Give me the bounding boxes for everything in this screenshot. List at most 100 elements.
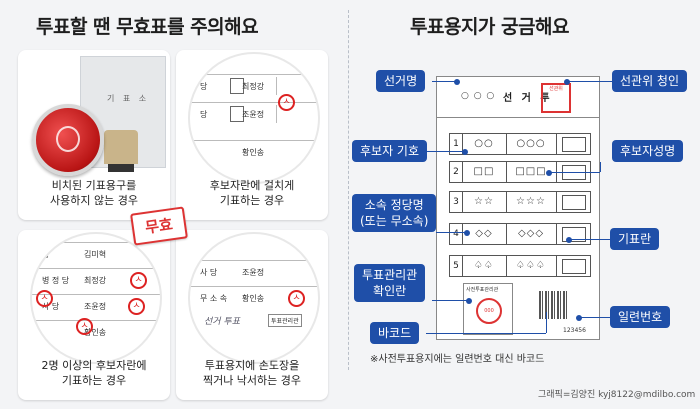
row-name: ○○○	[506, 134, 557, 154]
invalid-vote-panel: 투표할 땐 무효표를 주의해요 기 표 소 비치된 기표용구를 사용하지 않는 …	[0, 0, 348, 409]
row-vote-box	[562, 227, 586, 242]
card-overlap-mark: 당 최정강 당 조윤정 ㅅ 황인송 후보자란에 걸치게 기표하는 경우	[176, 50, 328, 220]
zoom-name: 조윤정	[84, 302, 107, 311]
zoom-name: 조윤정	[242, 110, 265, 119]
zoom-row: 황인송	[190, 140, 318, 163]
card-caption-line2: 찍거나 낙서하는 경우	[202, 374, 302, 387]
callout-line	[570, 239, 610, 240]
barcode-note: ※사전투표용지에는 일련번호 대신 바코드	[370, 354, 545, 365]
vote-mark-icon: ㅅ	[130, 272, 147, 289]
label-candidate-symbol: 후보자 기호	[352, 140, 428, 162]
card-caption-line1: 투표용지에 손도장을	[204, 359, 300, 372]
stamp-mark-icon	[56, 126, 80, 152]
callout-dot	[566, 237, 572, 243]
label-candidate-name: 후보자성명	[612, 140, 684, 162]
zoom-vote-cell	[276, 105, 313, 123]
ballot-zoom: 당 최정강 당 조윤정 ㅅ 황인송	[188, 52, 320, 184]
zoom-row: 당 조윤정	[190, 102, 318, 125]
commission-seal-icon: 선관위	[541, 83, 571, 113]
row-number: 4	[450, 224, 463, 244]
zoom-name: 김미혁	[84, 250, 107, 259]
manager-seal-icon: 000	[476, 298, 502, 324]
callout-line	[580, 317, 610, 318]
zoom-name: 황인송	[242, 148, 265, 157]
label-serial-number: 일련번호	[610, 306, 671, 328]
ballot-row: 4 ◇◇ ◇◇◇	[449, 223, 591, 245]
zoom-box	[230, 78, 244, 94]
graphic-credit: 그래픽=김양진 kyj8122@mdilbo.com	[538, 390, 696, 400]
row-number: 3	[450, 192, 463, 212]
zoom-party: 사 당	[42, 302, 60, 311]
zoom-party: 무 소 속	[200, 294, 228, 303]
label-manager-line2: 확인란	[373, 284, 407, 298]
vote-mark-icon: ㅅ	[128, 298, 145, 315]
zoom-name: 황인송	[84, 328, 107, 337]
callout-line	[426, 333, 546, 334]
zoom-name: 조윤정	[242, 268, 265, 277]
label-manager-line1: 투표관리관	[362, 268, 418, 282]
manager-check-box: 사전투표관리관 000	[463, 283, 513, 335]
zoom-row: 당 김미혁	[32, 242, 160, 265]
zoom-row: 사 당 조윤정	[32, 294, 160, 317]
card-caption-line1: 후보자란에 걸치게	[209, 179, 295, 192]
header-circles: ○ ○ ○	[461, 91, 496, 101]
ballot-header: ○ ○ ○ 선 거 투 선관위	[437, 77, 599, 118]
zoom-row: 사 당 조윤정	[190, 260, 318, 283]
row-number: 2	[450, 162, 463, 182]
serial-number-text: 123456	[563, 327, 586, 334]
zoom-party: 병 정 당	[42, 276, 70, 285]
row-number: 5	[450, 256, 463, 276]
row-number: 1	[450, 134, 463, 154]
card-caption-line1: 비치된 기표용구를	[51, 179, 137, 192]
callout-dot	[564, 79, 570, 85]
zoom-party: 당	[42, 250, 50, 259]
row-vote-box	[562, 195, 586, 210]
callout-line	[550, 172, 600, 173]
label-election-name: 선거명	[376, 70, 426, 92]
card-multiple-marks: 당 김미혁 병 정 당 최정강 사 당 조윤정 황인송 ㅅ ㅅ ㅅ ㅅ 2명 이…	[18, 230, 170, 400]
panel-divider	[348, 10, 349, 370]
callout-line	[568, 81, 612, 82]
manager-box: 투표관리관	[268, 314, 302, 327]
callout-line	[432, 300, 468, 301]
vote-mark-icon: ㅅ	[278, 94, 295, 111]
card-caption-line2: 기표하는 경우	[219, 194, 285, 207]
card-caption-line1: 2명 이상의 후보자란에	[41, 359, 147, 372]
label-party-line1: 소속 정당명	[364, 198, 424, 212]
row-symbol: ☆☆	[462, 192, 507, 212]
callout-line	[436, 232, 466, 233]
label-vote-box: 기표란	[610, 228, 660, 250]
label-party-line2: (또는 무소속)	[360, 214, 429, 228]
ballot-paper: ○ ○ ○ 선 거 투 선관위 1 ○○ ○○○ 2 □□ □□□ 3 ☆☆ ☆…	[436, 76, 600, 340]
callout-line	[424, 151, 464, 152]
zoom-name: 최정강	[84, 276, 107, 285]
row-vote-box	[562, 137, 586, 152]
zoom-row: 당 최정강	[190, 74, 318, 97]
ballot-zoom: 당 김미혁 병 정 당 최정강 사 당 조윤정 황인송 ㅅ ㅅ ㅅ ㅅ	[30, 232, 162, 364]
zoom-box	[230, 106, 244, 122]
zoom-row: 병 정 당 최정강	[32, 268, 160, 291]
doodle-text: 선거 투표	[204, 317, 240, 327]
callout-dot	[576, 315, 582, 321]
callout-dot	[464, 230, 470, 236]
callout-dot	[546, 170, 552, 176]
zoom-row: 황인송	[32, 320, 160, 343]
callout-dot	[466, 298, 472, 304]
zoom-name: 최정강	[242, 82, 265, 91]
right-title: 투표용지가 궁금해요	[410, 16, 569, 38]
vote-mark-icon: ㅅ	[76, 318, 93, 335]
header-title: 선 거 투	[503, 93, 553, 104]
row-symbol: ♤♤	[462, 256, 507, 276]
vote-mark-icon: ㅅ	[36, 290, 53, 307]
zoom-name: 황인송	[242, 294, 265, 303]
label-commission-seal: 선관위 청인	[612, 70, 688, 92]
row-symbol: ○○	[462, 134, 507, 154]
row-vote-box	[562, 259, 586, 274]
callout-line	[600, 162, 601, 172]
row-name: ◇◇◇	[506, 224, 557, 244]
row-name: ♤♤♤	[506, 256, 557, 276]
zoom-party: 당	[200, 82, 208, 91]
zoom-row: 무 소 속 황인송	[190, 286, 318, 309]
callout-dot	[454, 79, 460, 85]
red-stamp-icon	[32, 104, 104, 176]
